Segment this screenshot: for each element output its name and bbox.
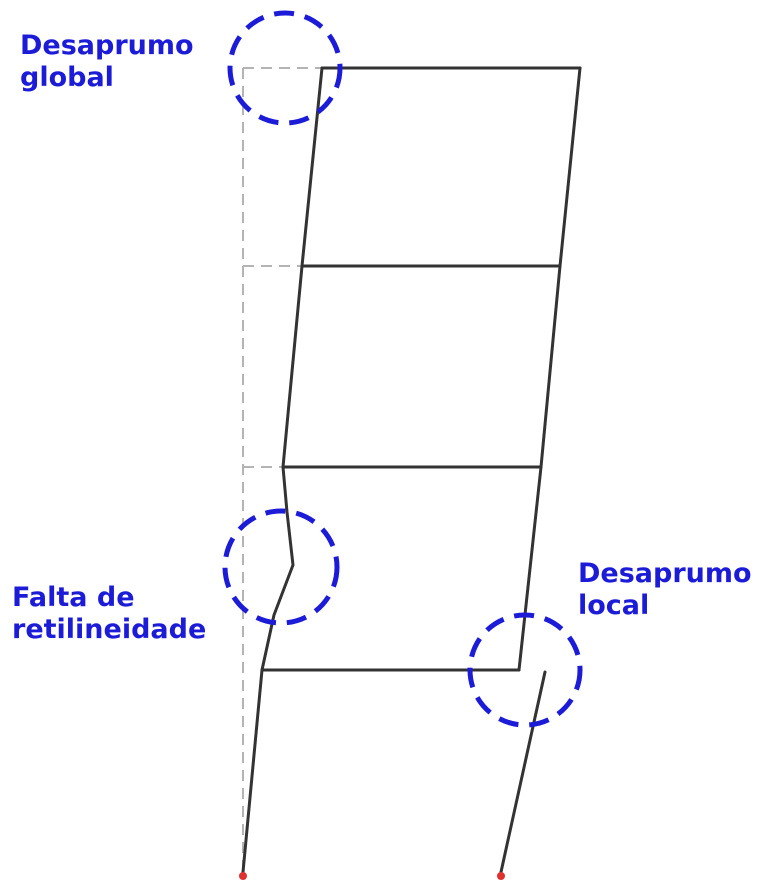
lack-of-straightness-label: Falta de retilineidade [12, 582, 206, 646]
global-out-of-plumb-circle [227, 10, 343, 126]
highlight-circles [222, 10, 583, 728]
lack-of-straightness-label-line-2: retilineidade [12, 614, 207, 645]
global-out-of-plumb-label-line-2: global [20, 62, 114, 93]
local-out-of-plumb-label: Desaprumo local [578, 558, 752, 622]
local-out-of-plumb-circle [467, 612, 583, 728]
right-column-lower [499, 670, 547, 874]
right-column-upper [517, 66, 582, 672]
global-out-of-plumb-label: Desaprumo global [20, 30, 194, 94]
local-out-of-plumb-label-line-2: local [578, 590, 650, 621]
global-out-of-plumb-label-line-1: Desaprumo [20, 30, 194, 61]
lack-of-straightness-circle [222, 508, 340, 626]
supports [239, 872, 505, 880]
local-out-of-plumb-label-line-1: Desaprumo [578, 558, 752, 589]
frame [241, 66, 582, 874]
left-column [241, 66, 324, 874]
reference-lines [242, 67, 322, 872]
right-support-marker [497, 872, 505, 880]
left-support-marker [239, 872, 247, 880]
lack-of-straightness-label-line-1: Falta de [12, 582, 135, 613]
